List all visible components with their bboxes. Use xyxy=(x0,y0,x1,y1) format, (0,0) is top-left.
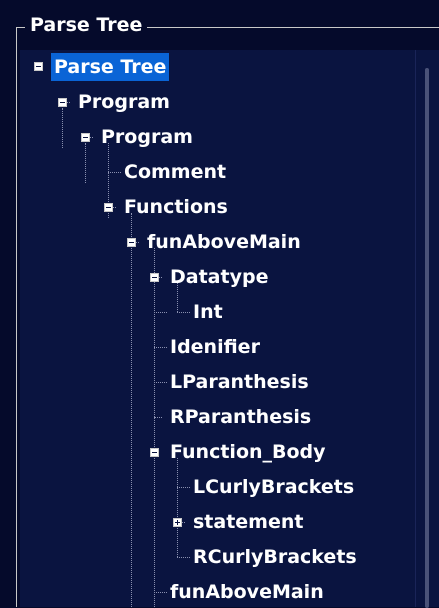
tree-line xyxy=(108,172,121,173)
parse-tree-view[interactable]: Parse Tree Program Program Comment Funct… xyxy=(20,50,415,607)
tree-node-label: Int xyxy=(193,301,223,323)
tree-node-label: Function_Body xyxy=(170,441,326,463)
tree-node-label: Comment xyxy=(124,161,227,183)
tree-node-label: RCurlyBrackets xyxy=(193,546,357,568)
tree-node-statement[interactable]: statement xyxy=(190,507,306,537)
collapse-toggle-icon[interactable] xyxy=(150,273,159,282)
tree-node-label: funAboveMain xyxy=(147,231,301,253)
parse-tree-groupbox xyxy=(16,27,439,607)
tree-node-label: Program xyxy=(78,91,170,113)
tree-node-function-body[interactable]: Function_Body xyxy=(167,437,329,467)
tree-line xyxy=(177,487,190,488)
tree-line xyxy=(154,417,162,418)
collapse-toggle-icon[interactable] xyxy=(127,238,136,247)
tree-node-label: Functions xyxy=(124,196,228,218)
tree-line xyxy=(154,248,155,607)
collapse-toggle-icon[interactable] xyxy=(34,62,43,71)
tree-line xyxy=(85,143,86,183)
tree-node-rparanthesis[interactable]: RParanthesis xyxy=(167,402,314,432)
tree-line xyxy=(131,213,132,607)
tree-node-funabovemain[interactable]: funAboveMain xyxy=(167,577,327,607)
tree-node-lparanthesis[interactable]: LParanthesis xyxy=(167,367,312,397)
tree-line xyxy=(154,592,167,593)
tree-node-datatype[interactable]: Datatype xyxy=(167,262,271,292)
tree-node-program[interactable]: Program xyxy=(75,87,173,117)
tree-node-label: Parse Tree xyxy=(51,53,170,81)
scrollbar-thumb[interactable] xyxy=(425,68,429,608)
vertical-scrollbar[interactable] xyxy=(415,50,439,608)
tree-line xyxy=(154,382,167,383)
tree-node-lcurlybrackets[interactable]: LCurlyBrackets xyxy=(190,472,357,502)
tree-line xyxy=(177,312,190,313)
tree-node-comment[interactable]: Comment xyxy=(121,157,229,187)
tree-line xyxy=(177,283,178,312)
tree-node-label: statement xyxy=(193,511,304,533)
tree-line xyxy=(154,312,167,313)
tree-node-label: LParanthesis xyxy=(170,371,309,393)
tree-node-int[interactable]: Int xyxy=(190,297,226,327)
tree-node-label: funAboveMain xyxy=(170,581,324,603)
tree-node-funabovemain[interactable]: funAboveMain xyxy=(144,227,304,257)
tree-node-parse-tree[interactable]: Parse Tree xyxy=(51,52,170,82)
group-title: Parse Tree xyxy=(25,12,148,38)
expand-toggle-icon[interactable] xyxy=(173,518,182,527)
tree-node-label: Datatype xyxy=(170,266,269,288)
tree-node-label: RParanthesis xyxy=(170,406,312,428)
collapse-toggle-icon[interactable] xyxy=(81,133,90,142)
tree-node-functions[interactable]: Functions xyxy=(121,192,231,222)
tree-node-idenifier[interactable]: Idenifier xyxy=(167,332,263,362)
collapse-toggle-icon[interactable] xyxy=(104,203,113,212)
tree-line xyxy=(154,347,167,348)
tree-line xyxy=(108,143,109,218)
tree-line xyxy=(62,108,63,148)
tree-line xyxy=(177,557,190,558)
tree-node-label: LCurlyBrackets xyxy=(193,476,355,498)
tree-node-label: Program xyxy=(101,126,193,148)
tree-node-rcurlybrackets[interactable]: RCurlyBrackets xyxy=(190,542,360,572)
tree-node-label: Idenifier xyxy=(170,336,260,358)
tree-node-program[interactable]: Program xyxy=(98,122,196,152)
collapse-toggle-icon[interactable] xyxy=(150,448,159,457)
collapse-toggle-icon[interactable] xyxy=(58,98,67,107)
tree-line xyxy=(177,458,178,557)
